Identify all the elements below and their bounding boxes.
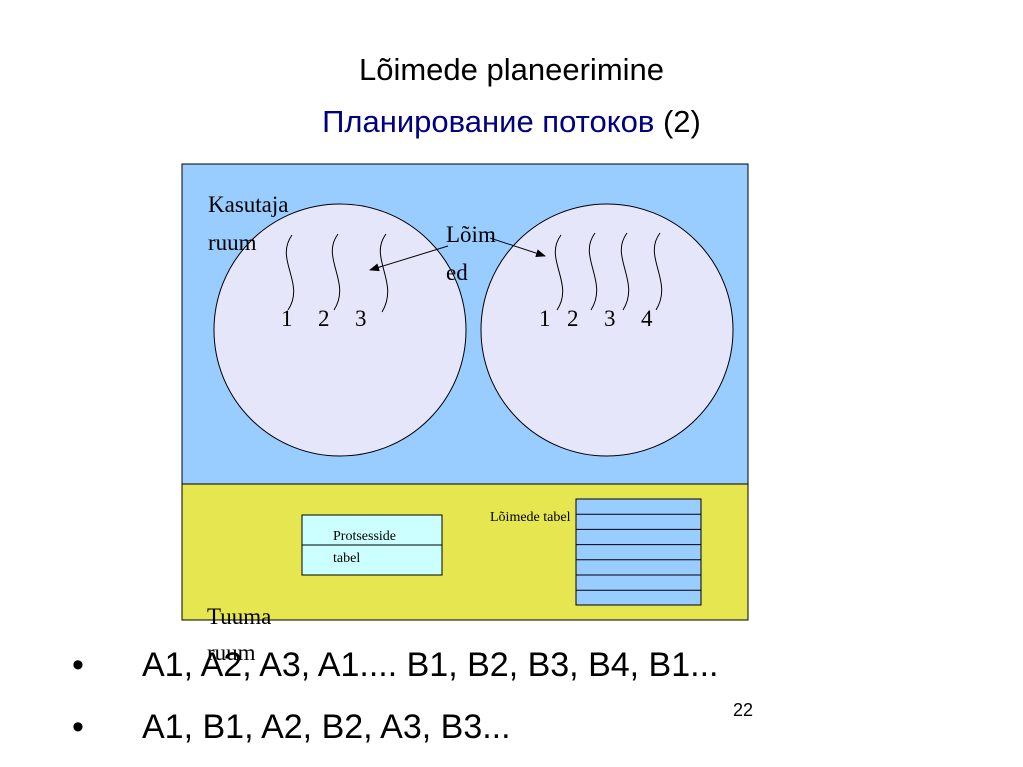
- process-table-label-1: Protsesside: [333, 529, 396, 544]
- arrow-to-process-b-thread: [489, 237, 546, 258]
- bullet-dot: •: [72, 646, 84, 684]
- slide-title-line-1: Lõimede planeerimine: [358, 52, 665, 87]
- bullet-text-1: A1, A2, A3, A1.... B1, B2, B3, B4, B1...: [142, 646, 719, 684]
- slide-title-line-2: Планирование потоков (2): [0, 104, 1023, 140]
- bullet-text-2: A1, B1, A2, B2, A3, B3...: [142, 708, 511, 746]
- user-space-label-2: ruum: [208, 230, 257, 255]
- thread-number-a3: 3: [355, 306, 367, 331]
- threads-label-1: Lõim: [446, 222, 496, 247]
- process-table-label-2: tabel: [333, 551, 360, 566]
- thread-number-b4: 4: [641, 306, 653, 331]
- thread-number-a2: 2: [318, 306, 330, 331]
- threads-label-2: ed: [446, 260, 468, 285]
- kernel-space-label-2: ruum: [207, 640, 256, 665]
- process-a-circle: [213, 203, 467, 457]
- user-space-label-1: Kasutaja: [208, 192, 288, 217]
- thread-a2-icon: [331, 233, 341, 311]
- thread-b3-icon: [620, 232, 630, 311]
- thread-b4-icon: [653, 232, 663, 311]
- title-suffix: (2): [654, 104, 701, 139]
- thread-number-a1: 1: [281, 306, 293, 331]
- thread-table-label: Lõimede tabel: [490, 510, 571, 525]
- thread-number-b3: 3: [604, 306, 616, 331]
- thread-a3-icon: [379, 233, 389, 313]
- bullet-dot: •: [72, 708, 84, 746]
- thread-number-b2: 2: [567, 306, 579, 331]
- arrow-to-process-a-thread: [369, 245, 449, 272]
- kernel-space-label-1: Tuuma: [207, 604, 271, 629]
- page-number: 22: [733, 700, 754, 720]
- process-b-circle: [480, 203, 734, 457]
- bullet-item-1: • A1, A2, A3, A1.... B1, B2, B3, B4, B1..…: [72, 646, 718, 685]
- thread-b2-icon: [588, 232, 598, 311]
- thread-b1-icon: [554, 234, 564, 311]
- thread-table-box: [575, 498, 702, 606]
- thread-a1-icon: [285, 234, 295, 311]
- title-russian: Планирование потоков: [322, 104, 655, 139]
- thread-number-b1: 1: [539, 306, 551, 331]
- bullet-item-2: • A1, B1, A2, B2, A3, B3...: [72, 708, 511, 747]
